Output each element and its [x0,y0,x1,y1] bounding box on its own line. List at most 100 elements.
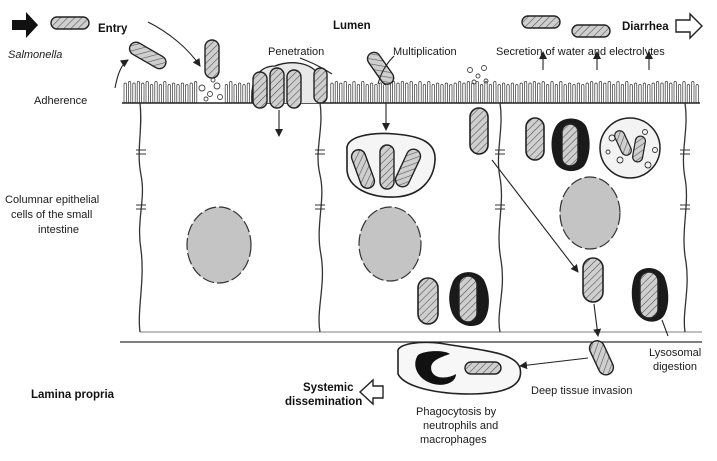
microvillus [629,84,633,104]
microvillus [515,84,519,104]
microvillus [352,81,356,104]
microvillus [330,82,334,104]
microvillus [506,84,510,104]
nucleus-cell-2 [358,206,422,282]
microvillus [695,84,699,104]
microvillus [568,82,572,104]
microvillus [616,81,620,104]
microvillus [246,82,250,104]
cell-border-3 [497,102,504,333]
label-systemic-1: Systemic [303,382,354,394]
microvillus [163,81,167,104]
microvillus [691,81,695,104]
microvillus [400,81,404,104]
microvillus [123,82,127,104]
microvillus [475,81,479,104]
microvillus [686,84,690,104]
label-lysosomal-1: Lysosomal [649,347,701,359]
microvillus [598,81,602,104]
microvillus [466,81,470,104]
microvillus [374,84,378,104]
microvillus [647,84,651,104]
microvillus [449,84,453,104]
nucleus-cell-3 [559,176,621,250]
microvillus [150,84,154,104]
label-adherence: Adherence [34,95,87,107]
microvillus [634,82,638,104]
bacterium-lumen-2 [571,24,611,38]
microvillus [669,82,673,104]
microvillus [396,82,400,104]
cell-border-2 [317,102,324,333]
microvillus [612,84,616,104]
microvillus [585,82,589,104]
process-arrows [114,21,669,370]
phagocyte [397,341,522,395]
microvillus [334,81,338,104]
microvillus [409,81,413,104]
cell-border-4 [682,102,688,333]
microvillus [436,82,440,104]
microvillus [559,81,563,104]
microvillus [603,82,607,104]
microvillus [176,84,180,104]
microvillus [361,81,365,104]
microvillus [642,82,646,104]
brush-border-microvilli [123,81,699,104]
microvillus [554,84,558,104]
microvillus [224,84,228,104]
label-lysosomal-2: digestion [653,361,697,373]
cell3-lower-bacteria [582,257,669,376]
microvillus [607,81,611,104]
microvillus [590,81,594,104]
label-columnar-3: intestine [38,224,79,236]
microvillus [581,84,585,104]
microvillus [422,84,426,104]
cell2-lower-bacteria [417,272,489,327]
microvillus [497,84,501,104]
lumen-bacteria [50,15,611,85]
microvillus [480,84,484,104]
microvillus [453,82,457,104]
microvillus [537,82,541,104]
bacterium-entry [204,39,220,79]
microvillus [444,82,448,104]
label-diarrhea: Diarrhea [622,21,669,33]
microvillus [378,82,382,104]
microvillus [660,82,664,104]
label-deep-tissue: Deep tissue invasion [531,385,633,397]
bacterium-legend [50,16,90,30]
microvillus [172,82,176,104]
microvillus [510,82,514,104]
microvillus [625,81,629,104]
dissemination-arrow-icon [358,378,384,406]
label-penetration: Penetration [268,46,324,58]
microvillus [128,81,132,104]
microvillus [546,84,550,104]
microvillus [356,84,360,104]
microvillus [383,84,387,104]
microvillus [458,81,462,104]
microvillus [550,81,554,104]
microvillus [471,82,475,104]
microvillus [563,84,567,104]
microvillus [664,81,668,104]
label-multiplication: Multiplication [393,46,457,58]
microvillus [154,81,158,104]
microvillus [519,82,523,104]
diarrhea-arrow-icon [675,12,703,40]
nucleus-cell-1 [186,206,252,284]
microvillus [594,82,598,104]
bacterium-adherence [128,41,167,70]
microvillus [189,82,193,104]
microvillus [638,84,642,104]
cell-border-1 [138,102,144,333]
microvillus [493,81,497,104]
microvillus [387,82,391,104]
microvillus [502,82,506,104]
label-lumen: Lumen [333,20,371,32]
microvillus [238,82,242,104]
microvillus [370,82,374,104]
